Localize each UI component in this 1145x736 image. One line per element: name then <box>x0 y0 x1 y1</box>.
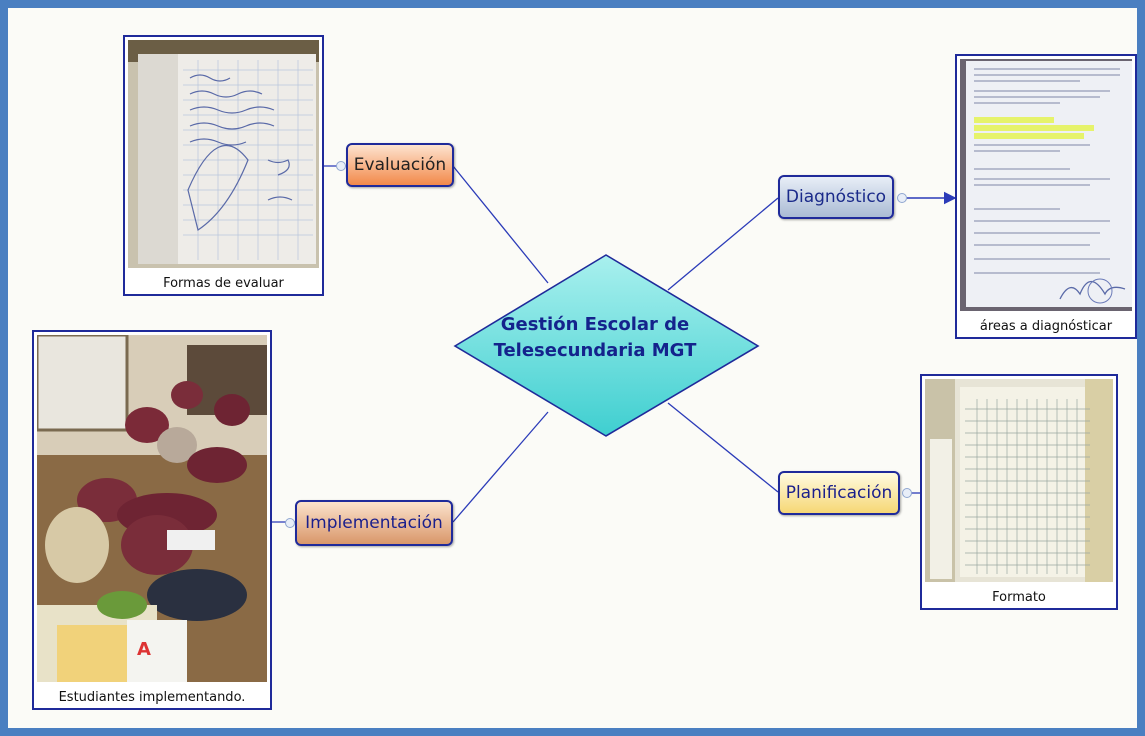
svg-text:A: A <box>137 639 151 660</box>
central-topic-diamond[interactable] <box>453 254 760 437</box>
caption-diagnostico: áreas a diagnósticar <box>979 319 1113 334</box>
connector-planificacion <box>667 402 779 493</box>
branch-label-planificacion: Planificación <box>785 483 893 503</box>
picture-planificacion[interactable]: Formato <box>920 374 1118 610</box>
collapse-toggle-icon[interactable] <box>902 488 912 498</box>
caption-planificacion: Formato <box>992 590 1046 605</box>
caption-implementacion: Estudiantes implementando. <box>58 690 246 705</box>
central-title-line2: Telesecundaria MGT <box>493 340 697 361</box>
students-photo: A <box>37 335 267 682</box>
notebook-photo <box>128 40 319 268</box>
format-photo <box>925 379 1113 582</box>
collapse-toggle-icon[interactable] <box>285 518 295 528</box>
branch-label-evaluacion: Evaluación <box>353 155 447 175</box>
branch-label-diagnostico: Diagnóstico <box>785 187 887 207</box>
central-title-line1: Gestión Escolar de <box>500 314 690 335</box>
connector-implementacion <box>452 411 549 523</box>
branch-node-planificacion[interactable]: Planificación <box>778 471 900 515</box>
branch-label-implementacion: Implementación <box>305 513 443 533</box>
picture-implementacion[interactable]: A Estudiantes implementando. <box>32 330 272 710</box>
caption-evaluacion: Formas de evaluar <box>163 276 284 291</box>
collapse-toggle-icon[interactable] <box>897 193 907 203</box>
collapse-toggle-icon[interactable] <box>336 161 346 171</box>
connector-evaluacion <box>452 165 549 284</box>
document-photo <box>960 59 1132 311</box>
branch-node-implementacion[interactable]: Implementación <box>295 500 453 546</box>
picture-evaluacion[interactable]: Formas de evaluar <box>123 35 324 296</box>
picture-diagnostico[interactable]: áreas a diagnósticar <box>955 54 1137 339</box>
branch-node-diagnostico[interactable]: Diagnóstico <box>778 175 894 219</box>
connector-diagnostico <box>667 197 779 291</box>
central-topic-label: Gestión Escolar de Telesecundaria MGT <box>478 312 712 364</box>
branch-node-evaluacion[interactable]: Evaluación <box>346 143 454 187</box>
